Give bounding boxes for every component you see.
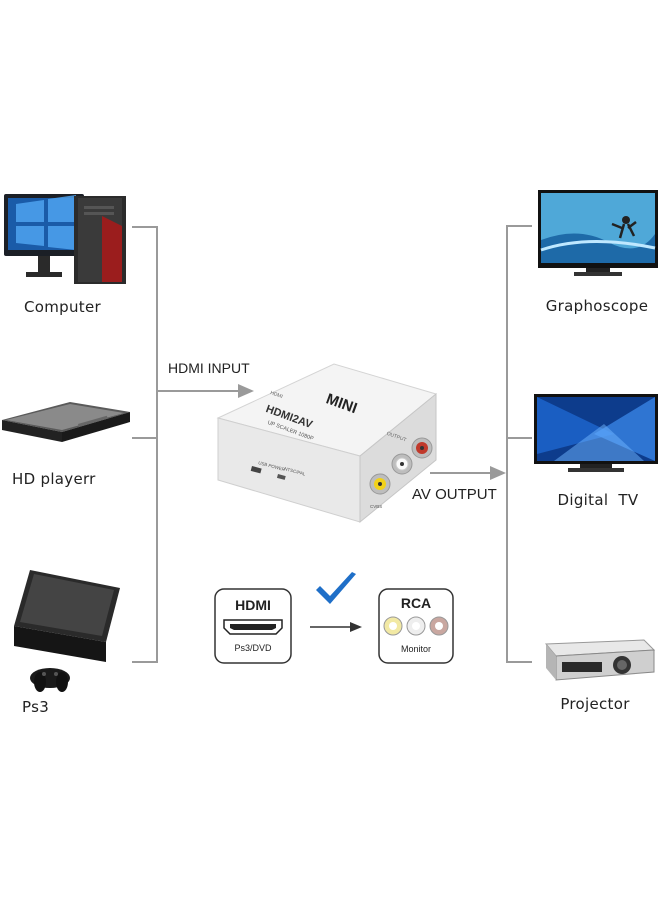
rca-red-icon — [429, 616, 449, 636]
rca-legend-title: RCA — [401, 595, 431, 611]
converter-device: MINI HDMI2AV UP SCALER 1080P HDMI OUTPUT… — [216, 363, 438, 524]
hd-player-label: HD playerr — [12, 470, 96, 488]
ps3-label: Ps3 — [22, 698, 50, 716]
computer-label: Computer — [24, 298, 101, 316]
game-console-icon — [14, 570, 120, 692]
rca-legend-sub: Monitor — [401, 644, 431, 654]
hdmi-connector-icon — [223, 619, 283, 635]
hdmi-input-label: HDMI INPUT — [168, 360, 250, 376]
projector-icon — [544, 639, 656, 681]
hdmi-legend-box: HDMI Ps3/DVD — [214, 588, 292, 664]
output-arrowhead — [490, 466, 506, 480]
digital-tv-label: Digital TV — [557, 491, 639, 509]
av-output-label: AV OUTPUT — [412, 486, 497, 503]
device-video-label: CVBS — [370, 504, 382, 509]
projector-label: Projector — [560, 695, 630, 713]
rca-white-icon — [406, 616, 426, 636]
rca-yellow-icon — [383, 616, 403, 636]
dvd-player-icon — [2, 402, 130, 442]
tv-icon — [534, 394, 658, 472]
rca-white-jack — [391, 453, 413, 475]
hdmi-legend-sub: Ps3/DVD — [234, 643, 272, 653]
hdmi-legend-title: HDMI — [235, 597, 271, 613]
rca-legend-box: RCA Monitor — [378, 588, 454, 664]
device-switch-label: NTSC/PAL — [284, 466, 307, 477]
graphoscope-label: Graphoscope — [545, 297, 649, 315]
computer-icon — [4, 194, 126, 284]
rca-yellow-jack — [369, 473, 391, 495]
rca-red-jack — [411, 437, 433, 459]
legend-arrowhead — [350, 622, 362, 632]
device-input-port-label: HDMI — [269, 390, 283, 400]
checkmark-icon — [316, 572, 356, 604]
monitor-icon — [538, 190, 658, 276]
usb-port — [250, 466, 262, 474]
input-arrowhead — [238, 384, 254, 398]
